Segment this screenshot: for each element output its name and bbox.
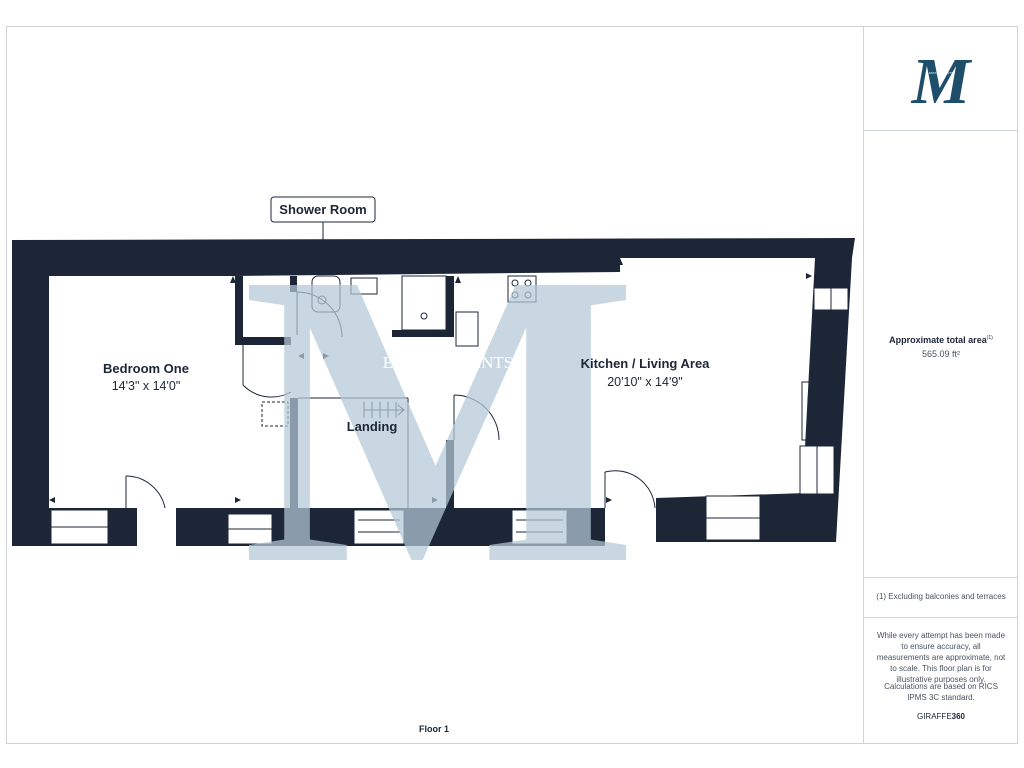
door-shower-swing (296, 291, 343, 338)
loft-hatch (261, 401, 289, 427)
hob-kitchen (507, 275, 537, 303)
doors (125, 291, 656, 509)
fixtures (261, 275, 837, 441)
door-kitchen-swing (453, 394, 500, 441)
wall-interior-a (235, 276, 243, 345)
wall-interior-e (392, 330, 454, 337)
wall-interior-b (235, 337, 291, 345)
basin (350, 277, 378, 295)
brand-suffix: 360 (951, 712, 966, 721)
shower-tray (401, 275, 447, 331)
door-entrance-swing (125, 475, 166, 509)
window-kitchen (511, 509, 568, 545)
wall-north-west (12, 238, 855, 546)
sidebar-separator-bottom (863, 617, 1018, 618)
door-bedroom-swing (242, 384, 292, 398)
wall-interior-c (290, 276, 297, 292)
area-footnote-marker: (1) (986, 335, 993, 341)
wall-interior-g (446, 440, 454, 508)
room-landing-name: Landing (347, 419, 398, 434)
area-title: Approximate total area(1) (864, 333, 1018, 346)
watermark: M ESTATE AGENTS (242, 186, 638, 651)
stairs (363, 402, 405, 418)
sidebar-separator-top (863, 130, 1018, 131)
wall-interior-d (290, 398, 298, 508)
door-balcony-swing (604, 470, 656, 509)
floor-label: Floor 1 (418, 724, 449, 734)
room-shower-name: Shower Room (279, 202, 366, 217)
disclaimer: While every attempt has been made to ens… (876, 631, 1006, 684)
room-bedroom-name: Bedroom One (103, 361, 189, 376)
room-kitchen-dims: 20'10" x 14'9" (607, 375, 683, 389)
brand-prefix: GIRAFFE (916, 712, 952, 721)
page-frame (6, 26, 1018, 744)
window-glazing-lines (51, 288, 832, 533)
window-landing (353, 509, 405, 545)
callout-shower-room: Shower Room (270, 196, 376, 240)
wall-interior-f (446, 276, 454, 337)
area-value: 565.09 ft² (921, 349, 961, 359)
brand-mark: GIRAFFE360 (864, 711, 1018, 722)
room-kitchen-name: Kitchen / Living Area (581, 356, 711, 371)
watermark-text: ESTATE AGENTS (383, 353, 513, 372)
dimension-markers (49, 258, 812, 503)
sidebar-separator-middle (863, 577, 1018, 578)
logo-tagline: ESTATE AGENTS (929, 71, 953, 75)
calculation-note: Calculations are based on RICS IPMS 3C s… (884, 682, 998, 702)
logo-letter: M (911, 45, 973, 118)
area-title-text: Approximate total area (889, 335, 987, 345)
toilet (311, 275, 341, 313)
kitchen-counter-unit (455, 311, 479, 347)
sidebar-divider (863, 26, 864, 744)
company-logo: M ESTATE AGENTS (911, 45, 973, 118)
watermark-letter: M (242, 186, 638, 651)
exclusion-note: (1) Excluding balconies and terraces (876, 592, 1006, 601)
hob-east (801, 381, 837, 441)
room-bedroom-dims: 14'3" x 14'0" (112, 379, 181, 393)
